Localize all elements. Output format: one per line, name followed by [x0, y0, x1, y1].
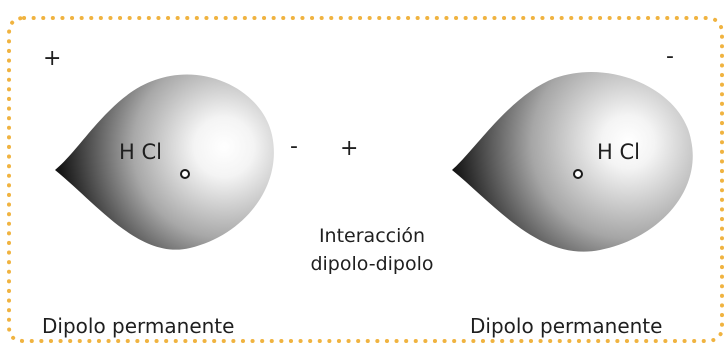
right-plus-sign: +	[340, 136, 359, 161]
right-outer-minus-sign: -	[666, 44, 674, 69]
left-molecule-shape	[55, 74, 274, 250]
interaction-line-1: Interacción	[318, 225, 426, 247]
left-outer-plus-sign: +	[43, 46, 62, 71]
left-minus-sign: -	[290, 134, 298, 159]
left-caption: Dipolo permanente	[42, 314, 235, 338]
left-molecule-center-dot	[180, 169, 190, 179]
right-caption: Dipolo permanente	[470, 314, 663, 338]
right-molecule-label: H Cl	[597, 140, 640, 164]
interaction-label: Interacción dipolo-dipolo	[285, 222, 459, 278]
interaction-line-2: dipolo-dipolo	[310, 253, 434, 275]
left-molecule-label: H Cl	[119, 140, 162, 164]
right-molecule-shape	[452, 71, 693, 252]
right-molecule-center-dot	[573, 169, 583, 179]
